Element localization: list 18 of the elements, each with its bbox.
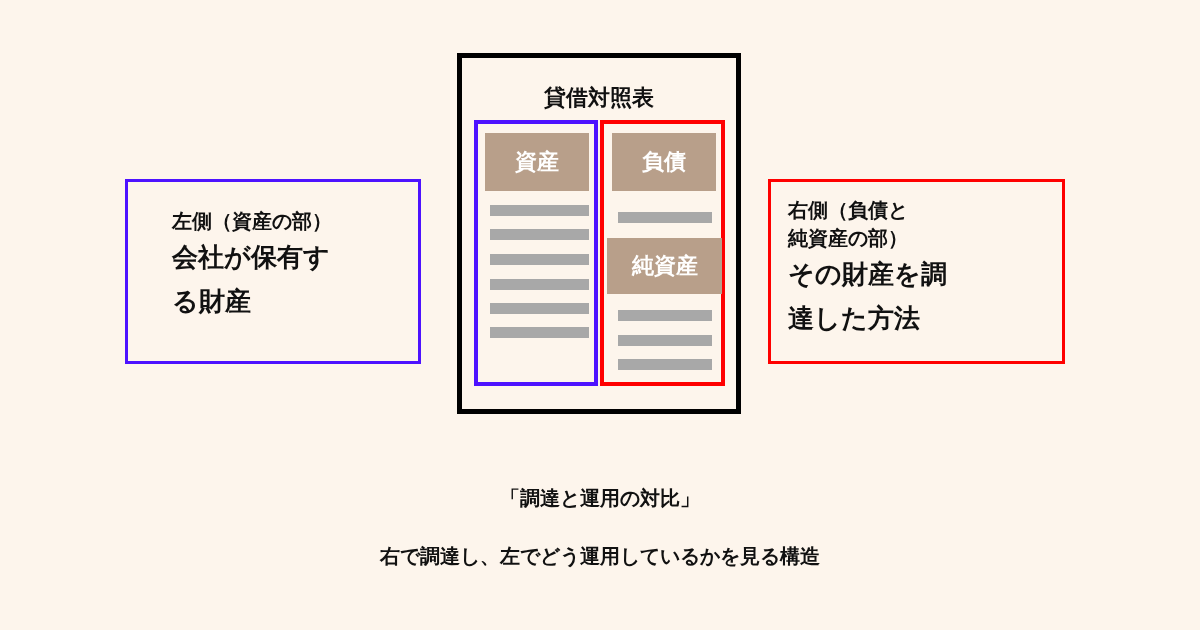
sheet-title: 貸借対照表 [543,84,655,112]
summary-heading: 「調達と運用の対比」 [499,486,701,511]
heading-block [485,133,589,191]
side-heading: 左側（資産の部） [172,208,333,235]
column-box [474,120,598,386]
heading-text: 資産 [515,148,559,176]
balance-sheet-box [457,53,741,414]
side-description: その財産を調達した方法 [788,258,948,335]
heading-block [607,238,722,294]
column-box [600,120,725,386]
summary-text: 右で調達し、左でどう運用しているかを見る構造 [379,544,821,569]
note-box [125,179,421,364]
heading-text: 負債 [642,148,686,176]
heading-text: 純資産 [631,252,698,280]
note-box [768,179,1065,364]
side-heading: 右側（負債と純資産の部） [788,197,909,252]
side-description: 会社が保有する財産 [172,241,331,318]
heading-block [612,133,716,191]
